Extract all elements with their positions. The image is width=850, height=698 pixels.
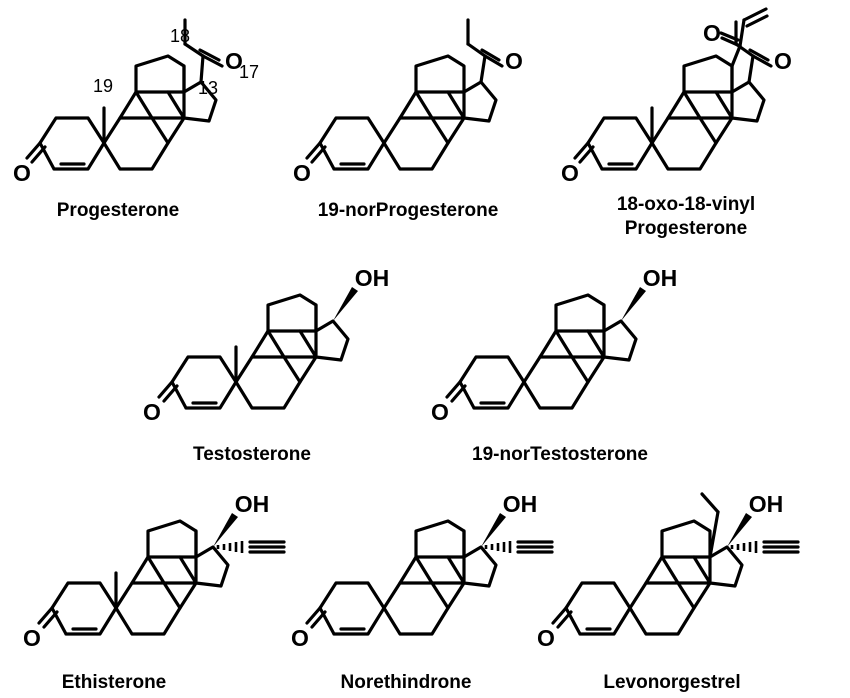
position-number-18: 18 [170,26,190,46]
position-number-19: 19 [93,76,113,96]
oxygen-atom-label: O [505,48,523,74]
bond-line [573,141,590,160]
bond-line [466,42,487,58]
bond-line [742,7,768,22]
structure-progesterone: O O 19 18 13 17 Progesterone [13,18,259,221]
hydroxyl-label: OH [503,491,538,517]
compound-name-norethindrone: Norethindrone [341,672,472,693]
structure-testosterone: O OH Testosterone [143,265,389,465]
bond-line [318,116,386,171]
compound-name-ethisterone: Ethisterone [62,672,167,693]
bond-line [586,116,654,171]
bond-line [25,141,42,160]
bond-line [30,145,47,164]
oxygen-atom-label: O [537,625,555,651]
bond-line [157,380,174,399]
bond-line [318,581,386,636]
bond-line [234,355,302,410]
hashed-wedge-bond [484,541,512,553]
bond-line [170,355,238,410]
bond-line [628,581,696,636]
bond-line [310,610,327,629]
oxygen-atom-label: O [774,48,792,74]
compound-name-levonorgestrel: Levonorgestrel [603,672,740,693]
structure-norethindrone: O OH Norethindrone [291,491,554,693]
wedge-bond [333,287,358,321]
bond-line [708,510,720,559]
hydroxyl-label: OH [643,265,678,291]
hydroxyl-label: OH [749,491,784,517]
bond-line [522,355,590,410]
structure-19-norprogesterone: O O 19-norProgesterone [293,18,523,221]
bond-line [458,355,526,410]
bond-line [445,380,462,399]
bond-line [198,48,221,62]
hashed-wedge-bond [730,541,758,553]
bond-line [483,54,504,68]
bond-line [50,581,118,636]
bond-line [751,54,773,68]
bond-line [305,141,322,160]
position-number-13: 13 [198,78,218,98]
bond-line [102,116,170,171]
bond-line [748,48,770,62]
oxygen-atom-label: O [561,160,579,186]
bond-line [551,606,568,625]
wedge-bond [213,513,238,547]
wedge-bond [727,513,752,547]
bond-line [730,44,742,68]
bond-line [747,54,755,84]
bond-line [556,610,573,629]
bond-line [650,116,718,171]
structure-19-nortestosterone: O OH 19-norTestosterone [431,265,677,465]
oxygen-atom-label: O [431,399,449,425]
compound-name-line-2: Progesterone [625,218,747,239]
compound-name-testosterone: Testosterone [193,444,311,465]
wedge-bond [481,513,506,547]
bond-line [479,54,487,84]
compound-name-line-1: 18-oxo-18-vinyl [617,194,755,215]
bond-line [382,116,450,171]
structure-levonorgestrel: O OH Levonorgestrel [537,491,800,693]
bond-line [305,606,322,625]
bond-line [199,54,205,84]
compound-name-19-nortestosterone: 19-norTestosterone [472,444,648,465]
wedge-bond [621,287,646,321]
bond-line [738,18,746,48]
bond-line [183,42,205,58]
oxygen-atom-label: O [13,160,31,186]
hashed-wedge-bond [216,541,244,553]
bond-line [480,48,501,62]
compound-name-progesterone: Progesterone [57,200,179,221]
oxygen-atom-label: O [293,160,311,186]
bond-line [700,492,720,514]
bond-line [310,145,327,164]
bond-line [564,581,632,636]
oxygen-atom-label: O [291,625,309,651]
hydroxyl-label: OH [355,265,390,291]
compound-name-19-norprogesterone: 19-norProgesterone [318,200,499,221]
oxygen-atom-label: O [23,625,41,651]
bond-line [734,42,755,58]
hydroxyl-label: OH [235,491,270,517]
oxygen-atom-label: O [143,399,161,425]
bond-line [382,581,450,636]
bond-line [745,14,769,28]
bond-line [450,384,467,403]
bond-line [42,610,59,629]
structure-ethisterone: O OH Ethisterone [23,491,286,693]
bond-line [38,116,106,171]
oxygen-atom-label: O [703,20,721,46]
bond-line [162,384,179,403]
bond-line [201,54,224,68]
bond-line [114,581,182,636]
oxygen-atom-label: O [225,48,243,74]
bond-line [578,145,595,164]
bond-line [37,606,54,625]
position-number-17: 17 [239,62,259,82]
structure-18-oxo-18-vinyl-progesterone: O O O 18-oxo-18-vinyl Progesterone [561,7,792,239]
